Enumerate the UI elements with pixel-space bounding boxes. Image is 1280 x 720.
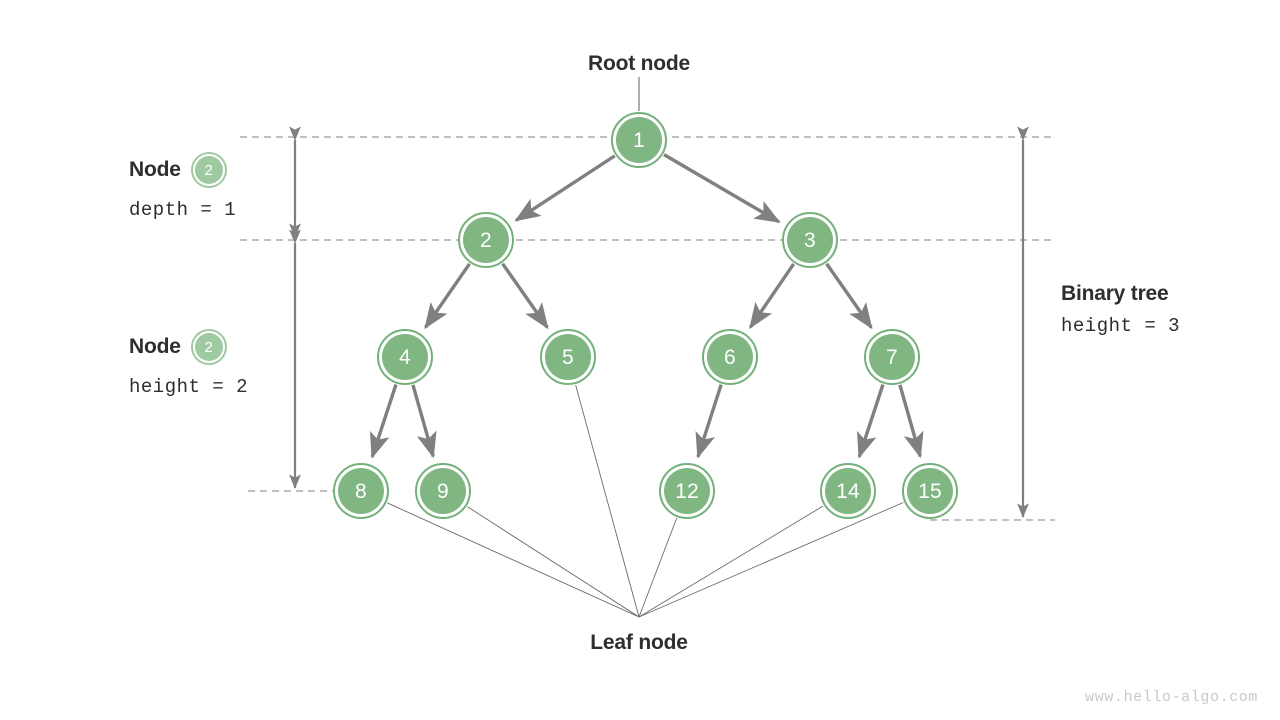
tree-node-4: 4: [377, 329, 433, 385]
tree-edges: [369, 153, 924, 459]
annotation-node-height-metric: height = 2: [129, 376, 249, 398]
tree-node-9: 9: [415, 463, 471, 519]
edge-3-to-7: [825, 262, 873, 330]
tree-node-5: 5: [540, 329, 596, 385]
badge-value: 2: [204, 161, 213, 179]
edge-4-to-9: [411, 384, 437, 459]
watermark: www.hello-algo.com: [1085, 689, 1258, 706]
node-value: 8: [355, 479, 367, 503]
tree-node-8: 8: [333, 463, 389, 519]
annotation-tree-height: Binary tree height = 3: [1061, 282, 1180, 337]
node-disc: 9: [420, 468, 466, 514]
level-guide-lines: [240, 136, 1055, 521]
tree-node-12: 12: [659, 463, 715, 519]
node-disc: 7: [869, 334, 915, 380]
measurement-arrows: [289, 126, 1029, 518]
node-disc: 6: [707, 334, 753, 380]
edge-1-to-2: [514, 154, 616, 222]
edge-2-to-4: [424, 262, 471, 330]
edge-4-to-8: [369, 384, 398, 459]
annotation-node-depth-title: Node: [129, 158, 181, 181]
annotation-node-depth-metric: depth = 1: [129, 199, 237, 221]
node-disc: 8: [338, 468, 384, 514]
annotation-node-depth: Node 2 depth = 1: [129, 152, 236, 221]
tree-node-2: 2: [458, 212, 514, 268]
node-value: 9: [437, 479, 449, 503]
edge-6-to-12: [695, 384, 723, 459]
node-value: 6: [724, 345, 736, 369]
node-disc: 1: [616, 117, 662, 163]
tree-node-15: 15: [902, 463, 958, 519]
leaf-ray-9: [467, 506, 640, 618]
node-disc: 4: [382, 334, 428, 380]
node-value: 1: [633, 128, 645, 152]
annotation-node-depth-header: Node 2: [129, 152, 236, 188]
edge-7-to-14: [856, 384, 885, 459]
node-value: 4: [399, 345, 411, 369]
annotation-node-height-header: Node 2: [129, 329, 248, 365]
node-disc: 5: [545, 334, 591, 380]
annotation-node-height-title: Node: [129, 335, 181, 358]
callout-root-node: Root node: [587, 52, 691, 75]
leaf-ray-8: [387, 502, 640, 618]
node-disc: 3: [787, 217, 833, 263]
node-value: 7: [886, 345, 898, 369]
annotation-node-height-badge: 2: [190, 329, 227, 365]
leaf-pointer-lines: [387, 384, 904, 618]
node-disc: 14: [825, 468, 871, 514]
badge-value: 2: [204, 338, 213, 356]
node-value: 5: [562, 345, 574, 369]
leaf-ray-12: [638, 517, 678, 618]
node-disc: 2: [463, 217, 509, 263]
annotation-node-height: Node 2 height = 2: [129, 329, 248, 398]
leaf-ray-5: [575, 384, 640, 618]
annotation-tree-height-metric: height = 3: [1061, 315, 1181, 337]
node-value: 2: [480, 228, 492, 252]
tree-node-14: 14: [820, 463, 876, 519]
node-value: 12: [675, 479, 699, 503]
leaf-ray-15: [638, 502, 904, 618]
badge-disc: 2: [194, 333, 223, 361]
leaf-ray-14: [638, 505, 824, 618]
edge-7-to-15: [898, 384, 924, 459]
node-disc: 15: [907, 468, 953, 514]
tree-node-1: 1: [611, 112, 667, 168]
node-value: 15: [918, 479, 942, 503]
tree-node-6: 6: [702, 329, 758, 385]
node-value: 3: [804, 228, 816, 252]
edge-2-to-5: [501, 262, 549, 330]
tree-node-7: 7: [864, 329, 920, 385]
annotation-node-depth-badge: 2: [190, 152, 227, 188]
callout-leaf-node: Leaf node: [590, 631, 688, 654]
annotation-tree-height-title: Binary tree: [1061, 282, 1169, 305]
edge-3-to-6: [748, 262, 796, 329]
badge-disc: 2: [194, 156, 223, 184]
node-value: 14: [836, 479, 860, 503]
edge-1-to-3: [663, 153, 781, 224]
node-disc: 12: [664, 468, 710, 514]
tree-node-3: 3: [782, 212, 838, 268]
